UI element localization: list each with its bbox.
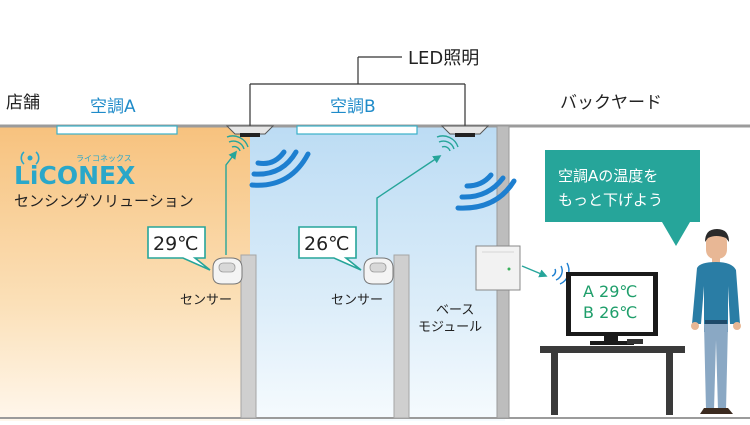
logo-signal-dot-icon [27,155,33,161]
signal-waves-2-icon [455,172,517,211]
aircon-b-label: 空調B [330,97,376,117]
person-shirt [692,262,740,332]
person-hair [705,229,729,242]
signal-waves-1-icon [249,149,311,188]
brand-tagline: センシングソリューション [14,192,194,210]
sensor-label-2: センサー [331,293,383,308]
monitor-screen [571,276,653,332]
sensor-device-2 [363,257,394,285]
speech-line-1: 空調Aの温度を [558,167,658,185]
person-shoe-left [700,408,716,414]
aircon-b-unit [296,125,418,135]
monitor-reading-b: B 26℃ [583,303,637,322]
person-head [706,232,727,259]
sensor-1-wave-icon [226,135,249,152]
temp-callout-b: 26℃ [298,226,362,271]
led-light-1 [225,125,275,137]
person-figure [691,229,741,414]
person-trousers [704,324,728,410]
logo-kana: ライコネックス [76,154,132,163]
monitor-base [590,341,634,345]
speech-line-2: もっと下げよう [558,191,663,209]
temp-callout-a: 29℃ [147,226,211,271]
sensor-1-arrow [225,150,238,255]
temp-reading-a: 29℃ [153,233,199,255]
desk [540,346,685,415]
aircon-a-unit [56,125,178,135]
sensor-2-arrow [376,155,442,255]
base-module [475,245,521,291]
pillar-2 [393,254,410,419]
store-label: 店舗 [6,93,40,113]
monitor: A 29℃ B 26℃ [566,272,658,345]
monitor-stand [604,336,618,342]
base-module-led-icon [507,267,511,271]
lighting-label: LED照明 [408,48,479,69]
backyard-label: バックヤード [560,93,662,113]
liconex-logo: ライコネックス LiCONEX [14,151,135,190]
sensor-device-1 [212,257,243,285]
pillar-1 [240,254,257,419]
mouse-icon [627,339,643,344]
sensor-label-1: センサー [180,293,232,308]
zone-a-warm [0,127,250,421]
monitor-reading-a: A 29℃ [583,282,637,301]
person-belt [705,320,727,324]
base-module-label-1: ベース [436,303,474,318]
logo-wordmark: LiCONEX [14,161,135,190]
base-to-pc-arrow [521,265,548,278]
temp-reading-b: 26℃ [304,233,350,255]
person-shoe-right [716,408,733,414]
sensor-2-wave-icon [436,135,459,152]
aircon-a-label: 空調A [90,97,136,117]
base-module-label-2: モジュール [418,320,482,335]
speech-bubble: 空調Aの温度を もっと下げよう [545,150,700,246]
led-light-2 [440,125,490,137]
